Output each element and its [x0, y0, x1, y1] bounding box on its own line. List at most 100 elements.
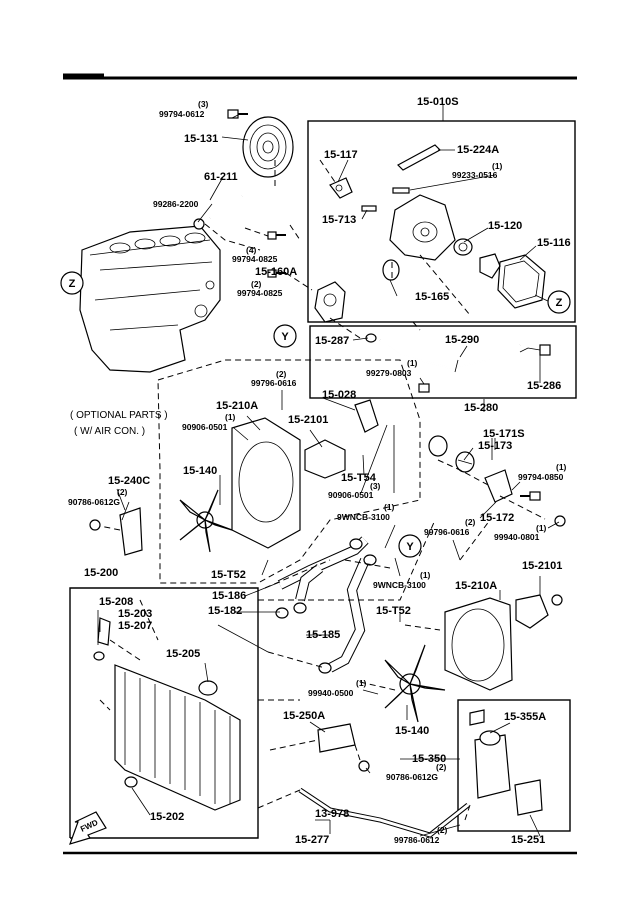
- marker-y-upper-text: Y: [281, 331, 289, 343]
- label-99796-0616b: 99796-0616: [424, 527, 470, 537]
- label-15-251: 15-251: [511, 834, 545, 846]
- pin-99233-0516: [392, 187, 410, 194]
- label-15-185: 15-185: [306, 629, 340, 641]
- label-99796-0616a: 99796-0616: [251, 378, 297, 388]
- fan-motor-lower: [515, 594, 563, 629]
- label-13-978: 13-978: [315, 808, 349, 820]
- marker-y-lower: Y: [398, 534, 422, 558]
- thermostat: [455, 451, 475, 473]
- label-15-200: 15-200: [84, 567, 118, 579]
- dashed-leaders: [99, 159, 546, 821]
- coolant-reservoir: [469, 709, 511, 799]
- relay-15-028: [354, 399, 379, 433]
- label-15-028: 15-028: [322, 389, 356, 401]
- label-15-280: 15-280: [464, 402, 498, 414]
- fan-blade-upper: [179, 489, 233, 553]
- label-99796-0616a-qty: (2): [276, 369, 287, 379]
- label-9WNCB-3100b: 9WNCB-3100: [373, 580, 426, 590]
- hose-clamps: [275, 538, 377, 674]
- dowel-15-713: [361, 205, 377, 212]
- label-99794-0825b-qty: (2): [251, 279, 262, 289]
- label-90786-0612Gb: 90786-0612G: [386, 772, 438, 782]
- bearing-15-120: [453, 238, 473, 256]
- marker-z-right: Z: [547, 290, 571, 314]
- label-9WNCB-3100a-qty: (1): [384, 502, 395, 512]
- label-9WNCB-3100b-qty: (1): [420, 570, 431, 580]
- label-15-713: 15-713: [322, 214, 356, 226]
- label-99940-0801-qty: (1): [536, 523, 547, 533]
- label-15-T52b: 15-T52: [376, 605, 411, 617]
- label-99940-0500: 99940-0500: [308, 688, 354, 698]
- label-99794-0825a: 99794-0825: [232, 254, 278, 264]
- radiator: [114, 664, 241, 811]
- solid-leaders: [97, 105, 560, 837]
- label-15-140b: 15-140: [395, 725, 429, 737]
- gasket-15-116: [497, 254, 546, 309]
- label-15-207: 15-207: [118, 620, 152, 632]
- label-99786-0612-qty: (2): [437, 825, 448, 835]
- pulley: [242, 116, 294, 178]
- radiator-box: [69, 587, 259, 839]
- fwd-arrow: FWD: [69, 811, 107, 845]
- gasket-15-165: [382, 259, 400, 281]
- label-90906-0501b-qty: (3): [370, 481, 381, 491]
- label-15-202: 15-202: [150, 811, 184, 823]
- label-15-224A: 15-224A: [457, 144, 499, 156]
- marker-z-left-text: Z: [69, 278, 76, 290]
- label-99794-0612: 99794-0612: [159, 109, 205, 119]
- label-15-350: 15-350: [412, 753, 446, 765]
- label-15-240C: 15-240C: [108, 475, 150, 487]
- label-99233-0516-qty: (1): [492, 161, 503, 171]
- label-99786-0612: 99786-0612: [394, 835, 440, 845]
- label-15-182: 15-182: [208, 605, 242, 617]
- label-15-T54: 15-T54: [341, 472, 377, 484]
- label-15-2101a: 15-2101: [288, 414, 328, 426]
- overflow-hose: [298, 787, 470, 838]
- impeller: [479, 253, 501, 279]
- fan-shroud-upper: [231, 417, 301, 549]
- marker-y-upper: Y: [273, 324, 297, 348]
- label-15-173: 15-173: [478, 440, 512, 452]
- water-pipe: [365, 333, 521, 370]
- fan-shroud-lower: [444, 597, 513, 691]
- label-15-131: 15-131: [184, 133, 218, 145]
- pulley-bolt: [227, 109, 248, 119]
- page-rules: [63, 73, 577, 855]
- label-9WNCB-3100a: 9WNCB-3100: [337, 512, 390, 522]
- reservoir-box: [457, 699, 571, 832]
- label-15-277: 15-277: [295, 834, 329, 846]
- label-15-160A: 15-160A: [255, 266, 297, 278]
- label-99794-0612-qty: (3): [198, 99, 209, 109]
- label-15-171S: 15-171S: [483, 428, 525, 440]
- label-15-355A: 15-355A: [504, 711, 546, 723]
- label-15-165: 15-165: [415, 291, 449, 303]
- label-15-172: 15-172: [480, 512, 514, 524]
- bracket-15-117: [329, 177, 353, 199]
- thermostat-gasket: [428, 435, 448, 457]
- label-15-208: 15-208: [99, 596, 133, 608]
- thermostat-cover: [484, 469, 513, 503]
- water-pipe-box: [309, 325, 577, 399]
- bolts-99794-0825: [267, 231, 286, 278]
- reservoir-bracket: [514, 779, 543, 816]
- label-15-250A: 15-250A: [283, 710, 325, 722]
- label-15-T52a: 15-T52: [211, 569, 246, 581]
- label-99286-2200: 99286-2200: [153, 199, 199, 209]
- label-90906-0501a-qty: (1): [225, 412, 236, 422]
- water-pump-kit-box: [307, 120, 576, 323]
- nut-99940-0801: [554, 515, 566, 527]
- label-15-117: 15-117: [324, 149, 358, 161]
- optional-parts-note-2: ( W/ AIR CON. ): [74, 426, 145, 437]
- fan-blade-lower: [384, 644, 446, 723]
- label-61-211: 61-211: [204, 171, 238, 183]
- thermostat-housing: [314, 281, 346, 323]
- optional-parts-outline: [157, 359, 421, 584]
- label-99233-0516: 99233-0516: [452, 170, 498, 180]
- engine-block: [79, 225, 221, 373]
- gasket-15-224A: [397, 144, 441, 171]
- bypass-hose: [193, 193, 243, 230]
- label-15-116: 15-116: [537, 237, 571, 249]
- marker-y-lower-text: Y: [406, 541, 414, 553]
- marker-z-right-text: Z: [556, 297, 563, 309]
- label-99940-0500-qty: (1): [356, 678, 367, 688]
